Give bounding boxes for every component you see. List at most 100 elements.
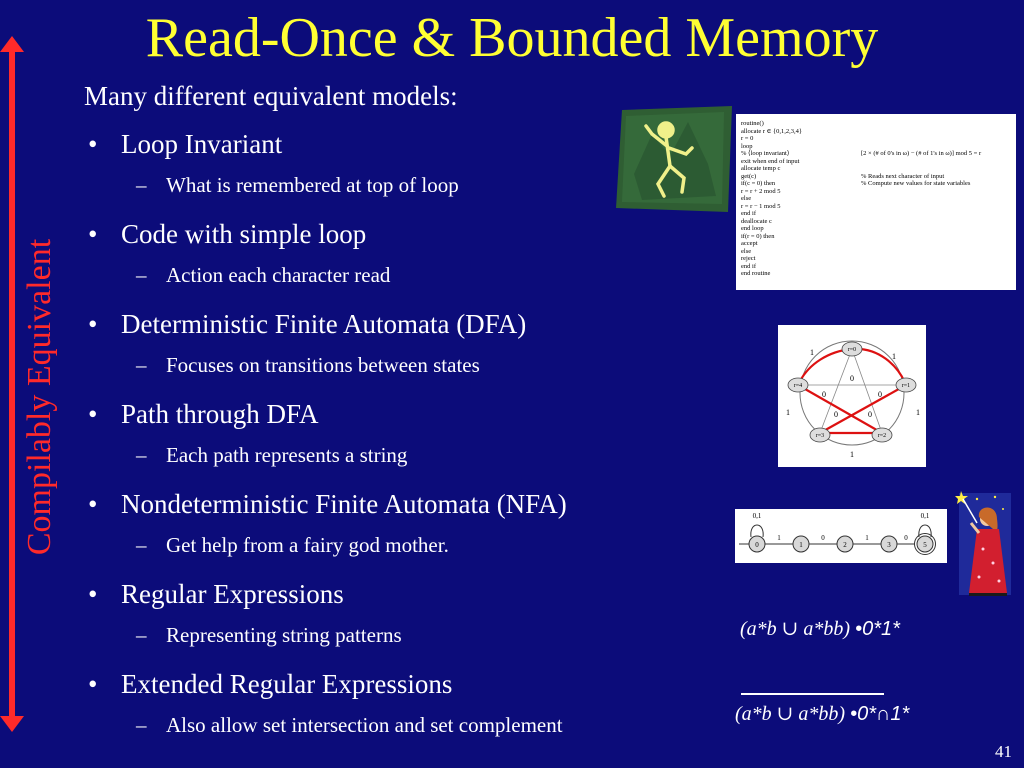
nfa-edge-label: 0: [821, 534, 825, 542]
pseudocode-image: routine() allocate r ∈ {0,1,2,3,4} r = 0…: [736, 114, 1016, 290]
sub-dash: –: [136, 443, 147, 467]
code-line: routine(): [741, 120, 764, 127]
dfa-state: [841, 341, 863, 357]
sub-dash: –: [136, 623, 147, 647]
code-comment: % Reads next character of input: [861, 172, 945, 180]
slide-title: Read-Once & Bounded Memory: [145, 7, 879, 69]
code-line: r = r − 1 mod 5: [741, 202, 781, 210]
bullet-dot: •: [88, 129, 98, 159]
nfa-edge-label: 0: [904, 534, 908, 542]
sub-dash: –: [136, 533, 147, 557]
dfa-edge-label: 1: [786, 408, 790, 417]
nfa-state: [836, 535, 854, 553]
sub-dash: –: [136, 713, 147, 737]
nfa-state: [880, 535, 898, 553]
nfa-loop-label: 0,1: [753, 512, 762, 520]
code-line: r = 0: [741, 135, 754, 142]
nfa-edge-label: 1: [865, 534, 869, 542]
regex-base: (a*b ∪ a*bb): [735, 703, 851, 725]
double-headed-arrow-icon: [0, 36, 24, 732]
bullet-text: Regular Expressions: [121, 579, 344, 609]
bullet-dot: •: [88, 489, 98, 519]
sub-bullet-text: Also allow set intersection and set comp…: [166, 713, 563, 737]
side-label: Compilably Equivalent: [21, 238, 58, 556]
intro-text: Many different equivalent models:: [84, 81, 458, 111]
nfa-state: [916, 535, 934, 553]
bullet-text: Deterministic Finite Automata (DFA): [121, 309, 527, 339]
dfa-edge-label: 0: [822, 390, 826, 399]
code-line: end if: [741, 210, 756, 217]
dfa-edge-label: 1: [850, 450, 854, 459]
code-line: else: [741, 247, 752, 255]
dfa-state: [809, 427, 831, 443]
bullet-item: • Extended Regular Expressions – Also al…: [84, 664, 724, 754]
code-line: deallocate c: [741, 217, 772, 225]
bullet-text: Code with simple loop: [121, 219, 367, 249]
bullet-list: • Loop Invariant – What is remembered at…: [84, 124, 724, 754]
dfa-edge-label: 1: [810, 348, 814, 357]
bullet-item: • Deterministic Finite Automata (DFA) – …: [84, 304, 724, 394]
sub-bullet-text: Representing string patterns: [166, 623, 402, 647]
complement-overline: [741, 693, 884, 695]
nfa-state: [748, 535, 766, 553]
page-number: 41: [995, 742, 1012, 761]
dfa-state-label: r=0: [848, 347, 856, 353]
dfa-edge-label: 0: [878, 390, 882, 399]
code-line: end routine: [741, 270, 771, 277]
frog-clipart-icon: [616, 106, 732, 212]
code-comments: [2 × (# of 0's in ω) − (# of 1's in ω)] …: [861, 120, 981, 188]
code-line: % ⟨loop invariant⟩: [741, 150, 790, 157]
bullet-dot: •: [88, 399, 98, 429]
bullet-item: • Loop Invariant – What is remembered at…: [84, 124, 724, 214]
bullet-item: • Code with simple loop – Action each ch…: [84, 214, 724, 304]
bullet-text: Loop Invariant: [121, 129, 283, 159]
dfa-state: [895, 377, 917, 393]
code-line: loop: [741, 142, 753, 150]
bullet-text: Nondeterministic Finite Automata (NFA): [121, 489, 567, 519]
dfa-edge-label: 1: [892, 352, 896, 361]
code-line: get(c): [741, 172, 757, 180]
bullet-text: Extended Regular Expressions: [121, 669, 453, 699]
dfa-state-label: r=4: [794, 383, 802, 389]
dfa-state-label: r=2: [878, 433, 886, 439]
dfa-edge-label: 0: [850, 374, 854, 383]
sub-bullet-text: What is remembered at top of loop: [166, 173, 459, 197]
bullet-text: Path through DFA: [121, 399, 319, 429]
bullet-item: • Path through DFA – Each path represent…: [84, 394, 724, 484]
nfa-state-label: 2: [843, 541, 847, 549]
nfa-edge-label: 1: [777, 534, 781, 542]
nfa-state-label: 5: [923, 541, 927, 549]
nfa-accept-ring: [914, 533, 936, 555]
code-line: allocate temp c: [741, 165, 781, 172]
sub-bullet-text: Action each character read: [166, 263, 391, 287]
regex-base: (a*b ∪ a*bb): [740, 618, 856, 640]
sub-bullet-text: Each path represents a string: [166, 443, 408, 467]
regex-expression: (a*b ∪ a*bb) •0*1*: [740, 616, 900, 641]
code-line: r = r + 2 mod 5: [741, 187, 781, 195]
bullet-dot: •: [88, 669, 98, 699]
code-line: exit when end of input: [741, 157, 800, 165]
dfa-edge-label: 0: [834, 410, 838, 419]
dfa-state-label: r=3: [816, 433, 824, 439]
code-line: end loop: [741, 225, 764, 232]
code-line: accept: [741, 240, 758, 247]
code-line: reject: [741, 255, 756, 262]
fairy-godmother-clipart-icon: [955, 491, 1011, 596]
regex-suffix: •0*∩1*: [850, 703, 910, 725]
bullet-item: • Nondeterministic Finite Automata (NFA)…: [84, 484, 724, 574]
code-line: if(r = 0) then: [741, 232, 775, 240]
nfa-state-label: 3: [887, 541, 891, 549]
code-comment: % Compute new values for state variables: [861, 180, 971, 187]
sub-dash: –: [136, 263, 147, 287]
dfa-diagram: r=0 r=1 r=2 r=3 r=4 1 1 1 1 1 0 0 0 0 0: [778, 325, 926, 467]
bullet-dot: •: [88, 219, 98, 249]
code-line: if(c = 0) then: [741, 180, 776, 187]
code-comment: [2 × (# of 0's in ω) − (# of 1's in ω)] …: [861, 150, 982, 157]
dfa-state: [871, 427, 893, 443]
code-line: allocate r ∈ {0,1,2,3,4}: [741, 127, 803, 135]
bullet-dot: •: [88, 309, 98, 339]
nfa-state: [792, 535, 810, 553]
nfa-diagram: 0 1 2 3 5 0,1 0,1 1 0 1 0: [735, 509, 947, 563]
regex-suffix: •0*1*: [855, 618, 900, 640]
code-line: else: [741, 195, 752, 202]
